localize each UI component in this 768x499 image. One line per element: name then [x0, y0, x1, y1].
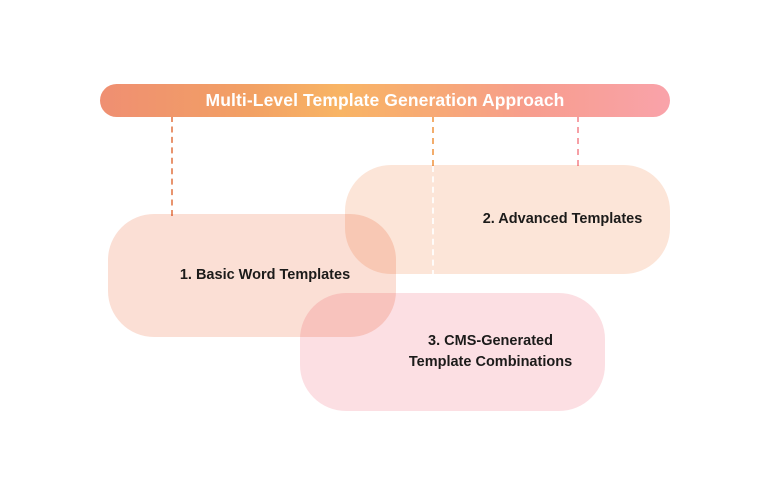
level-card-cms-generated-combinations: 3. CMS-Generated Template Combinations: [300, 293, 605, 411]
diagram-title-banner: Multi-Level Template Generation Approach: [100, 84, 670, 117]
connector-line-level-2: [432, 116, 434, 166]
level-card-advanced-templates-label: 2. Advanced Templates: [482, 210, 643, 227]
diagram-title-text: Multi-Level Template Generation Approach: [205, 90, 565, 110]
level-card-cms-generated-combinations-label: 3. CMS-Generated Template Combinations: [408, 332, 573, 370]
connector-line-level-1: [171, 116, 173, 216]
level-card-advanced-templates: 2. Advanced Templates: [345, 165, 670, 274]
level-card-basic-word-templates-label: 1. Basic Word Templates: [179, 266, 351, 283]
connector-line-level-3: [577, 116, 579, 166]
connector-line-level-2-overlay: [432, 166, 434, 276]
